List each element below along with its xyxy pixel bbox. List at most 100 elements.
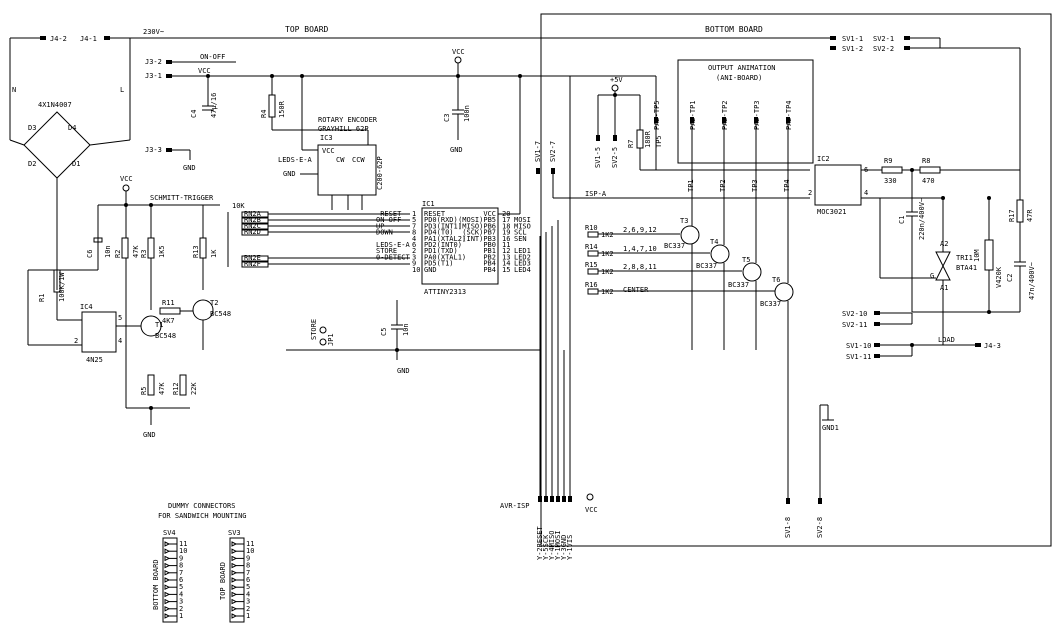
connector-pin xyxy=(164,548,171,555)
svg-text:150R: 150R xyxy=(278,100,286,118)
svg-text:2,6,9,12: 2,6,9,12 xyxy=(623,226,657,234)
rotary-encoder-ic3: ROTARY ENCODER GRAYHILL 62P IC3 VCC CW C… xyxy=(278,76,384,210)
ic1-left-pins: RESET1-RESETPD0(RXD)5ON-OFFPD3(INT1)7UPP… xyxy=(376,210,466,274)
svg-text:22K: 22K xyxy=(190,382,198,395)
svg-text:CCW: CCW xyxy=(352,156,365,164)
svg-text:R11: R11 xyxy=(162,299,175,307)
dummy-connectors-subtitle: FOR SANDWICH MOUNTING xyxy=(158,512,247,520)
connector-pin xyxy=(231,598,238,605)
isp-pin-label: Y-1VIS xyxy=(566,535,574,560)
ic1-pin-number: 11 xyxy=(502,241,510,249)
svg-text:RN2C: RN2C xyxy=(244,222,261,230)
svg-text:G: G xyxy=(930,272,934,280)
svg-text:RN2B: RN2B xyxy=(244,216,261,224)
connector-pin xyxy=(231,541,238,547)
svg-text:1K2: 1K2 xyxy=(601,268,614,276)
mains-section: J4-2 J4-1 230V~ SV1-1 SV2-1 SV1-2 SV2-2 … xyxy=(9,28,1021,200)
optocoupler-ic4: IC4 4N25 2 5 4 xyxy=(27,270,122,364)
svg-text:2: 2 xyxy=(74,337,78,345)
svg-text:TP2: TP2 xyxy=(719,179,727,192)
microcontroller-ic1: IC1 ATTINY2313 xyxy=(421,76,521,296)
svg-text:L: L xyxy=(120,86,124,94)
ic1-pin-name: PB4 xyxy=(483,260,496,268)
top-board-title: TOP BOARD xyxy=(285,25,329,34)
isp-pin-label: Y-2RESET xyxy=(536,525,544,560)
svg-text:2,8,8,11: 2,8,8,11 xyxy=(623,263,657,271)
svg-text:IC3: IC3 xyxy=(320,134,333,142)
svg-text:PAD-TP3: PAD-TP3 xyxy=(753,100,761,130)
svg-text:JP1: JP1 xyxy=(327,333,335,346)
ic1-signal-label: ON-OFF xyxy=(376,216,401,224)
output-animation-title: OUTPUT ANIMATION xyxy=(708,64,775,72)
svg-text:SV1-10: SV1-10 xyxy=(846,342,871,350)
connector-pin xyxy=(164,598,171,605)
ic1-pin-name: (MISO)PB6 xyxy=(458,222,496,230)
connector-pin-number: 11 xyxy=(246,540,254,548)
svg-text:ATTINY2313: ATTINY2313 xyxy=(424,288,466,296)
svg-text:47K: 47K xyxy=(132,245,140,258)
svg-text:C6: C6 xyxy=(86,250,94,258)
svg-text:10K: 10K xyxy=(232,202,245,210)
svg-text:VCC: VCC xyxy=(198,67,211,75)
svg-text:TRI1: TRI1 xyxy=(956,254,973,262)
jumper-jp1: STORE JP1 xyxy=(310,319,335,346)
svg-text:100n: 100n xyxy=(463,105,471,122)
svg-text:C200-62P: C200-62P xyxy=(376,156,384,190)
svg-text:VCC: VCC xyxy=(585,506,598,514)
svg-text:R15: R15 xyxy=(585,261,598,269)
ani-board-title: (ANI-BOARD) xyxy=(716,74,762,82)
svg-text:MOC3021: MOC3021 xyxy=(817,208,847,216)
resistor-r4: R4 150R xyxy=(260,76,369,145)
svg-text:R9: R9 xyxy=(884,157,892,165)
svg-text:SV2-7: SV2-7 xyxy=(549,141,557,162)
bottom-board-title: BOTTOM BOARD xyxy=(705,25,763,34)
svg-text:T2: T2 xyxy=(210,299,218,307)
ic1-pin-number: 14 xyxy=(502,260,510,268)
svg-text:VCC: VCC xyxy=(452,48,465,56)
svg-text:10n: 10n xyxy=(104,245,112,258)
svg-text:220n/400V~: 220n/400V~ xyxy=(918,198,926,240)
connector-pin-number: 4 xyxy=(179,590,183,598)
connector-pin xyxy=(231,569,238,576)
svg-text:BC337: BC337 xyxy=(664,242,685,250)
svg-text:GND: GND xyxy=(450,146,463,154)
svg-text:TP3: TP3 xyxy=(751,179,759,192)
ic1-signal-label: UP xyxy=(376,222,384,230)
svg-text:4X1N4007: 4X1N4007 xyxy=(38,101,72,109)
ic1-pin-name: PD3(INT1) xyxy=(424,222,462,230)
svg-text:R13: R13 xyxy=(192,245,200,258)
isp-pin-label: Y-1MOSI xyxy=(554,530,562,560)
connector-pin-number: 6 xyxy=(179,576,183,584)
svg-text:T3: T3 xyxy=(680,217,688,225)
svg-text:D3: D3 xyxy=(28,124,36,132)
svg-text:IC4: IC4 xyxy=(80,303,93,311)
transistor-t1: T1 BC548 xyxy=(116,315,176,340)
svg-text:PAD-TP2: PAD-TP2 xyxy=(721,100,729,130)
varistor: V420K 10M xyxy=(973,198,1003,312)
bottom-board-outline xyxy=(540,13,1052,547)
ic1-pin-name: PA1(XTAL2) xyxy=(424,235,466,243)
svg-text:4K7: 4K7 xyxy=(162,317,175,325)
capacitor-c4: C4 47µ/16 xyxy=(190,76,218,118)
ic1-signal-label: LED3 xyxy=(514,260,531,268)
resistor-r8: R8 470 xyxy=(919,157,1020,185)
svg-text:1,4,7,10: 1,4,7,10 xyxy=(623,245,657,253)
svg-text:GND1: GND1 xyxy=(822,424,839,432)
ic1-pin-name: PD2(INT0) xyxy=(424,241,462,249)
svg-text:GND: GND xyxy=(283,170,296,178)
optotriac-ic2: IC2 MOC3021 2 4 6 xyxy=(808,155,882,216)
connector-pin xyxy=(231,548,238,555)
ic1-pin-number: 20 xyxy=(502,210,510,218)
ic1-pin-name: PB0 xyxy=(483,241,496,249)
svg-text:R5: R5 xyxy=(140,387,148,395)
svg-text:TP4: TP4 xyxy=(783,179,791,192)
connector-pin-number: 7 xyxy=(179,569,183,577)
svg-text:ISP-A: ISP-A xyxy=(585,190,607,198)
connector-pin-number: 2 xyxy=(246,605,250,613)
svg-text:R7: R7 xyxy=(627,140,635,148)
svg-text:PAD-TP4: PAD-TP4 xyxy=(785,100,793,130)
connector-pin xyxy=(164,613,171,619)
connector-pin xyxy=(231,605,238,612)
